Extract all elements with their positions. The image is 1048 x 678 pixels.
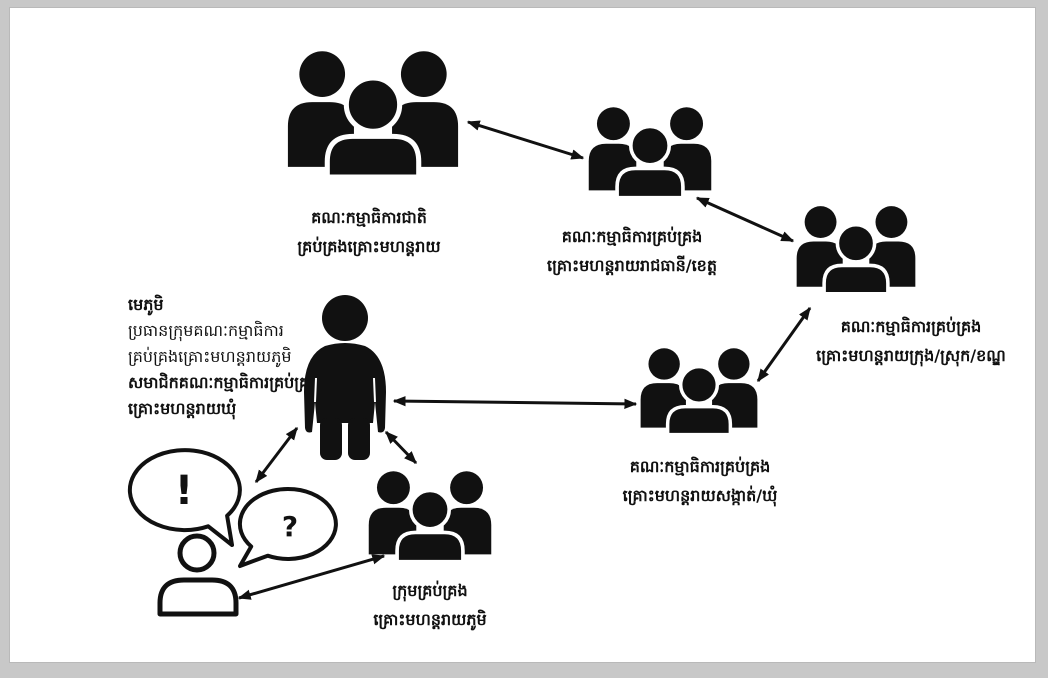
provincial-committee-label: គណៈកម្មាធិការគ្រប់គ្រង គ្រោះមហន្តរាយរាជធ…	[518, 222, 746, 280]
village-chief-line1: ប្រធានក្រុមគណៈកម្មាធិការ	[128, 321, 284, 340]
village-chief-person-icon	[304, 295, 386, 460]
district-committee-group-icon	[794, 205, 918, 294]
exclaim-speech-bubble-icon: !	[127, 448, 242, 547]
district-committee-label-line2: គ្រោះមហន្តរាយក្រុង/ស្រុក/ខណ្ឌ	[816, 346, 1006, 365]
national-committee-label-line1: គណៈកម្មាធិការជាតិ	[311, 208, 427, 227]
village-chief-line3: សមាជិកគណៈកម្មាធិការគ្រប់គ្រង	[128, 373, 306, 392]
village-team-group-icon	[366, 470, 494, 562]
commune-committee-label-line2: គ្រោះមហន្តរាយសង្កាត់/ឃុំ	[622, 486, 778, 505]
commune-committee-label: គណៈកម្មាធិការគ្រប់គ្រង គ្រោះមហន្តរាយសង្ក…	[588, 452, 812, 510]
arrow-provincial-district	[695, 196, 795, 243]
national-committee-label: គណៈកម្មាធិការជាតិ គ្រប់គ្រងគ្រោះមហន្តរាយ	[262, 203, 476, 261]
village-chief-title: មេភូមិ	[128, 295, 164, 314]
arrow-villager-village-team	[237, 554, 386, 600]
commune-committee-group-icon	[638, 347, 760, 435]
district-committee-label-line1: គណៈកម្មាធិការគ្រប់គ្រង	[840, 317, 982, 336]
provincial-committee-group-icon	[586, 106, 714, 198]
village-chief-line2: គ្រប់គ្រងគ្រោះមហន្តរាយភូមិ	[128, 347, 292, 366]
villager-user-outline-icon	[157, 533, 239, 617]
district-committee-label: គណៈកម្មាធិការគ្រប់គ្រង គ្រោះមហន្តរាយក្រុ…	[790, 312, 1032, 370]
village-team-label: ក្រុមគ្រប់គ្រង គ្រោះមហន្តរាយភូមិ	[326, 576, 534, 634]
question-speech-bubble-icon: ?	[237, 486, 338, 568]
exclaim-mark: !	[175, 468, 193, 514]
arrow-chief-village-team	[384, 430, 418, 465]
provincial-committee-label-line2: គ្រោះមហន្តរាយរាជធានី/ខេត្ត	[547, 256, 717, 275]
question-mark: ?	[282, 510, 298, 543]
arrow-villager-chief	[254, 426, 299, 484]
village-team-label-line1: ក្រុមគ្រប់គ្រង	[392, 581, 468, 600]
arrow-district-commune	[756, 306, 812, 383]
village-chief-description: មេភូមិ ប្រធានក្រុមគណៈកម្មាធិការ គ្រប់គ្រ…	[128, 292, 306, 422]
provincial-committee-label-line1: គណៈកម្មាធិការគ្រប់គ្រង	[561, 227, 703, 246]
arrow-chief-commune	[392, 395, 638, 410]
arrow-national-provincial	[466, 120, 585, 160]
national-committee-group-icon	[288, 51, 458, 177]
national-committee-label-line2: គ្រប់គ្រងគ្រោះមហន្តរាយ	[297, 237, 441, 256]
village-team-label-line2: គ្រោះមហន្តរាយភូមិ	[373, 610, 487, 629]
commune-committee-label-line1: គណៈកម្មាធិការគ្រប់គ្រង	[629, 457, 771, 476]
village-chief-line4: គ្រោះមហន្តរាយឃុំ	[128, 399, 237, 418]
